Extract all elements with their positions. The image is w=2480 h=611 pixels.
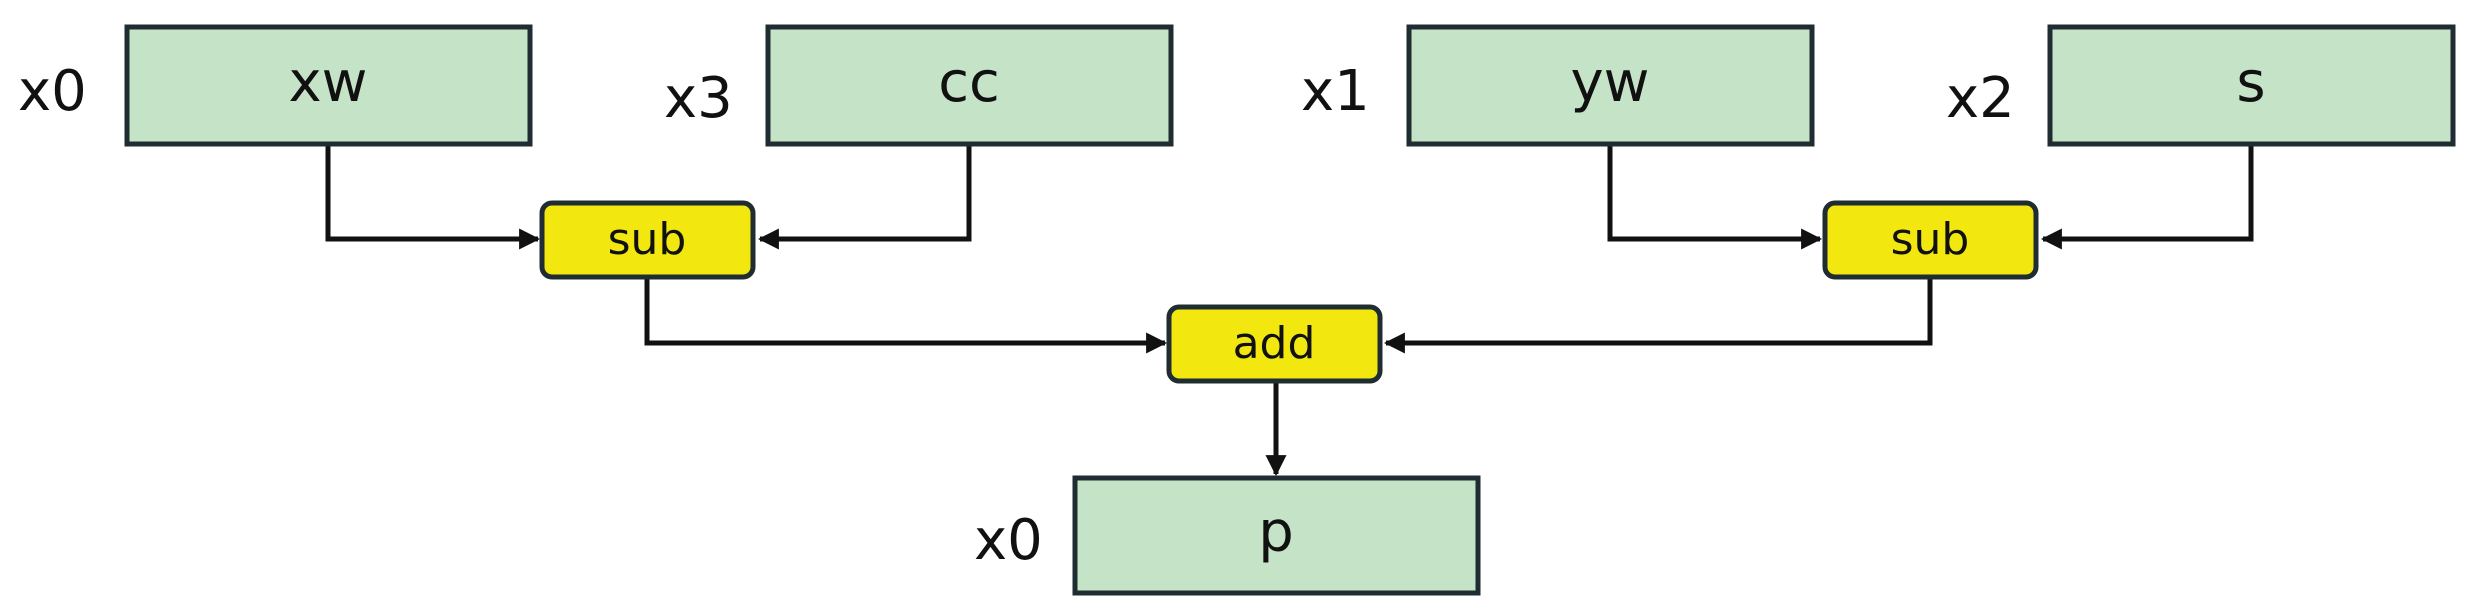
variable-box-yw: yw [1406,24,1815,147]
variable-label-p: p [1258,500,1294,565]
edge-sub-right-to-add [1383,277,1933,354]
operation-label-sub-left: sub [608,214,687,265]
variable-box-p: p [1072,475,1481,596]
edge-s-to-sub-right [2040,144,2254,250]
variable-label-cc: cc [938,50,1000,115]
register-label-x1: x1 [1301,59,1370,124]
variable-label-yw: yw [1571,50,1650,115]
register-label-x0-input: x0 [18,59,87,124]
variable-label-s: s [2236,50,2265,115]
operation-box-sub-left: sub [539,200,756,280]
register-label-x0-output: x0 [974,508,1043,573]
variable-box-cc: cc [765,24,1174,147]
variable-box-s: s [2047,24,2456,147]
operation-box-sub-right: sub [1822,200,2039,280]
register-label-x3: x3 [664,66,733,131]
variable-label-xw: xw [289,50,368,115]
operation-box-add: add [1166,304,1383,384]
register-label-x2: x2 [1946,66,2015,131]
edges [325,144,2254,477]
operation-label-add: add [1233,318,1316,369]
variable-box-xw: xw [124,24,533,147]
edge-xw-to-sub-left [325,144,541,250]
edge-sub-left-to-add [644,277,1168,354]
edge-cc-to-sub-left [757,144,972,250]
edge-yw-to-sub-right [1607,144,1823,250]
operation-label-sub-right: sub [1891,214,1970,265]
